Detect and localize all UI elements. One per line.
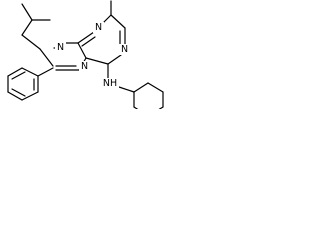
bond	[21, 3, 33, 21]
bond	[81, 36, 96, 47]
atom-n9-label: N	[57, 42, 64, 53]
atom-n9: N	[55, 42, 66, 53]
bond	[21, 91, 39, 101]
atom-labels: N N N N NH	[55, 22, 130, 89]
cyclohexyl-group	[118, 82, 164, 109]
bond	[107, 54, 122, 65]
isobutyl-group	[21, 3, 51, 50]
atom-n3-label: N	[95, 22, 102, 33]
atom-n1-label: N	[121, 44, 128, 55]
atom-n7: N	[79, 61, 90, 72]
molecule-structure: N N N N NH	[7, 0, 164, 109]
bond	[147, 82, 164, 93]
bond	[21, 67, 39, 77]
bond	[21, 34, 41, 50]
bond	[37, 67, 54, 77]
atom-n3: N	[93, 22, 104, 33]
atom-nh: NH	[101, 78, 119, 89]
bond	[11, 88, 26, 97]
atom-n1: N	[119, 44, 130, 55]
atom-nh-label: NH	[103, 78, 117, 89]
atom-n7-label: N	[81, 61, 88, 72]
bond	[133, 106, 139, 109]
bond	[21, 19, 33, 36]
bond	[7, 67, 23, 77]
phenyl-group	[7, 67, 54, 101]
bond	[77, 42, 87, 59]
bond	[110, 14, 126, 29]
bond	[77, 31, 95, 44]
bond	[7, 91, 23, 101]
bond	[158, 106, 164, 109]
bond	[39, 48, 54, 67]
bond	[85, 57, 109, 65]
bond	[133, 82, 149, 93]
bond	[118, 86, 135, 93]
bond	[11, 71, 26, 80]
